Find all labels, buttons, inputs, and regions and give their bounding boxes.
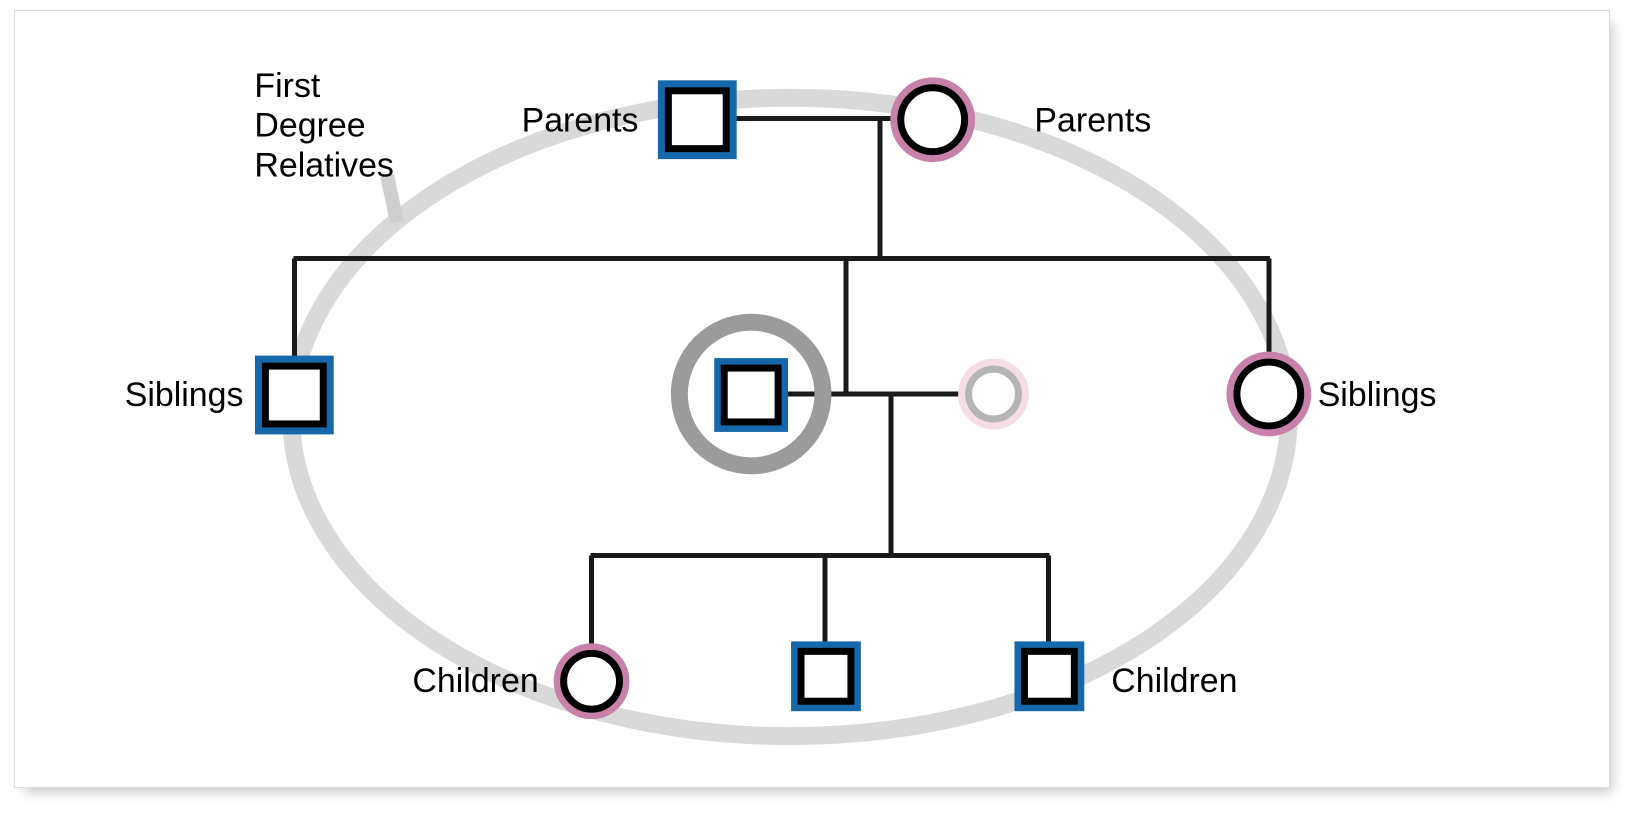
siblings-label-left: Siblings [125, 376, 244, 414]
male-square-icon [797, 647, 855, 705]
male-square-icon [720, 364, 782, 426]
faded-female-halo [958, 358, 1029, 430]
male-square-icon [1020, 647, 1078, 705]
symbol-mother[interactable] [890, 77, 976, 163]
female-halo [1226, 351, 1312, 437]
male-halo [714, 358, 789, 432]
male-square-icon [664, 87, 730, 153]
female-circle-icon [897, 84, 969, 156]
connector-lines [291, 116, 1272, 652]
symbol-child-2[interactable] [791, 641, 861, 712]
children-label-left: Children [412, 662, 538, 700]
male-halo [791, 641, 861, 712]
faded-female-circle-icon [965, 365, 1022, 423]
female-circle-icon [1233, 358, 1305, 430]
symbol-sibling-right[interactable] [1226, 351, 1312, 437]
children-label-right: Children [1111, 662, 1237, 700]
siblings-label-right: Siblings [1318, 376, 1437, 414]
symbol-child-3[interactable] [1014, 641, 1085, 712]
first-degree-highlight-ellipse [282, 88, 1298, 746]
female-halo [553, 643, 630, 720]
pedigree-diagram: First Degree Relatives Parents Parents S… [125, 67, 1437, 746]
symbol-father[interactable] [657, 80, 737, 160]
symbol-spouse[interactable] [958, 358, 1029, 430]
male-square-icon [261, 362, 327, 428]
figure-card: First Degree Relatives Parents Parents S… [14, 10, 1610, 788]
female-circle-icon [560, 649, 623, 713]
male-halo [254, 355, 334, 435]
symbol-proband[interactable] [670, 313, 832, 475]
first-degree-relatives-label-line3: Relatives [254, 147, 393, 185]
parents-label-right: Parents [1034, 102, 1151, 140]
first-degree-relatives-label-line1: First [254, 67, 320, 105]
first-degree-pointer-tick-icon [380, 174, 404, 224]
proband-ring-icon [670, 313, 832, 475]
first-degree-relatives-label-line2: Degree [254, 107, 365, 145]
male-halo [1014, 641, 1085, 712]
symbol-sibling-left[interactable] [254, 355, 334, 435]
symbol-child-1[interactable] [553, 643, 630, 720]
female-halo [890, 77, 976, 163]
parents-label-left: Parents [522, 102, 639, 140]
male-halo [657, 80, 737, 160]
